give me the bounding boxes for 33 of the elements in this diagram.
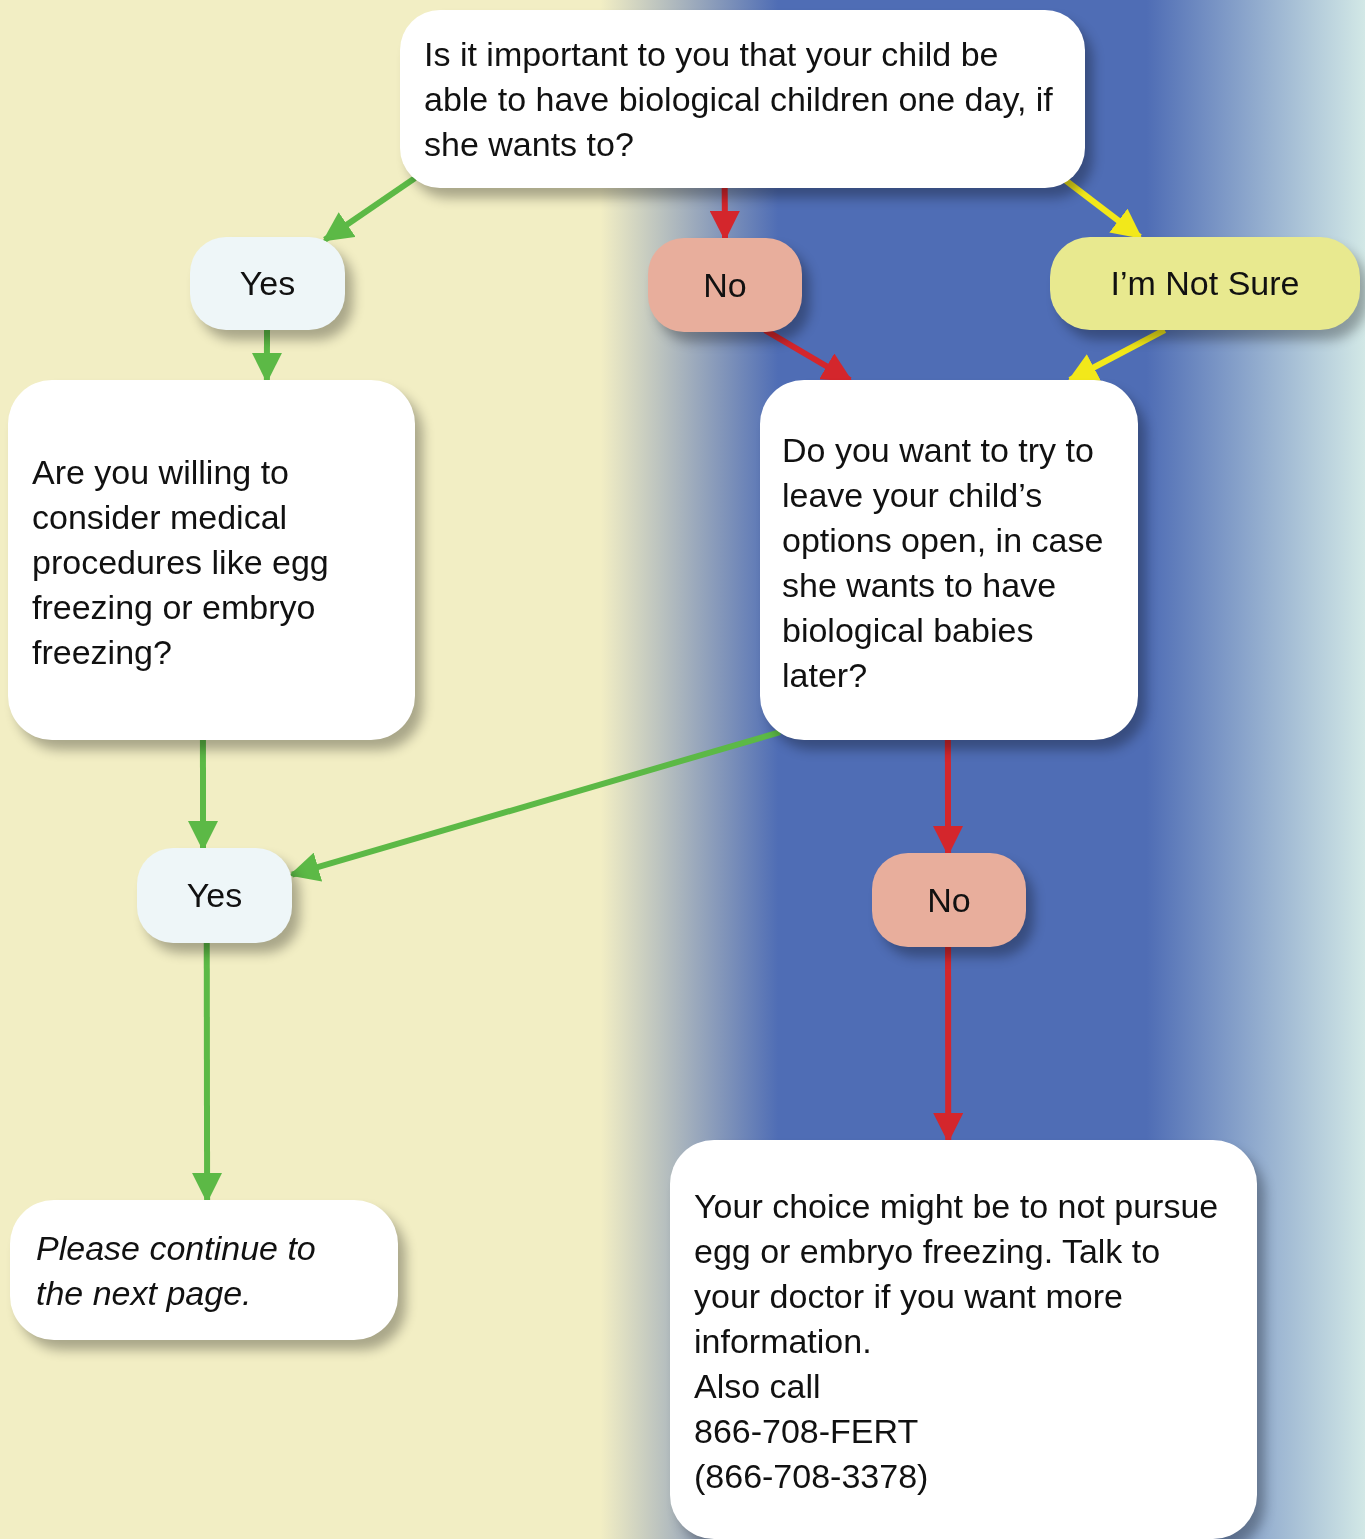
result-box <box>670 1140 1257 1539</box>
answer-box <box>872 853 1026 947</box>
note-box <box>10 1200 398 1340</box>
arrow <box>188 740 218 851</box>
node-text: Also call <box>694 1366 822 1407</box>
arrow <box>289 729 781 882</box>
answer-box <box>190 237 345 330</box>
node-text: I’m Not Sure <box>1110 263 1300 304</box>
node-text: Your choice might be to not pursue egg or embryo freezing. Talk to your doctor if you want more information. <box>694 1186 1220 1362</box>
arrow <box>192 943 223 1203</box>
node-text: Do you want to try to leave your child’s options open, in case she wants to have biological babies later? <box>782 430 1105 696</box>
arrow <box>709 187 740 241</box>
arrow <box>1063 177 1143 240</box>
node-text: No <box>927 879 971 921</box>
node-text: Yes <box>186 875 243 916</box>
arrow <box>322 175 417 243</box>
node-text: Are you willing to consider medical procedures like egg freezing or embryo freezing? <box>32 452 330 673</box>
node-text: Please continue to the next page. <box>36 1228 317 1314</box>
answer-box <box>1050 237 1360 330</box>
question-box <box>760 380 1138 740</box>
question-box <box>400 10 1085 188</box>
arrow <box>933 740 964 856</box>
node-text: No <box>703 264 747 306</box>
arrow <box>251 330 282 383</box>
node-text: Is it important to you that your child be able to have biological children one day, if she wants to? <box>424 34 1054 165</box>
answer-box <box>648 238 802 332</box>
question-box <box>8 380 415 740</box>
node-text: 866-708-FERT <box>694 1411 920 1452</box>
node-text: Yes <box>239 263 296 304</box>
answer-box <box>137 848 292 943</box>
arrow <box>1067 327 1167 383</box>
arrow <box>933 947 964 1143</box>
node-text: (866-708-3378) <box>694 1456 930 1497</box>
